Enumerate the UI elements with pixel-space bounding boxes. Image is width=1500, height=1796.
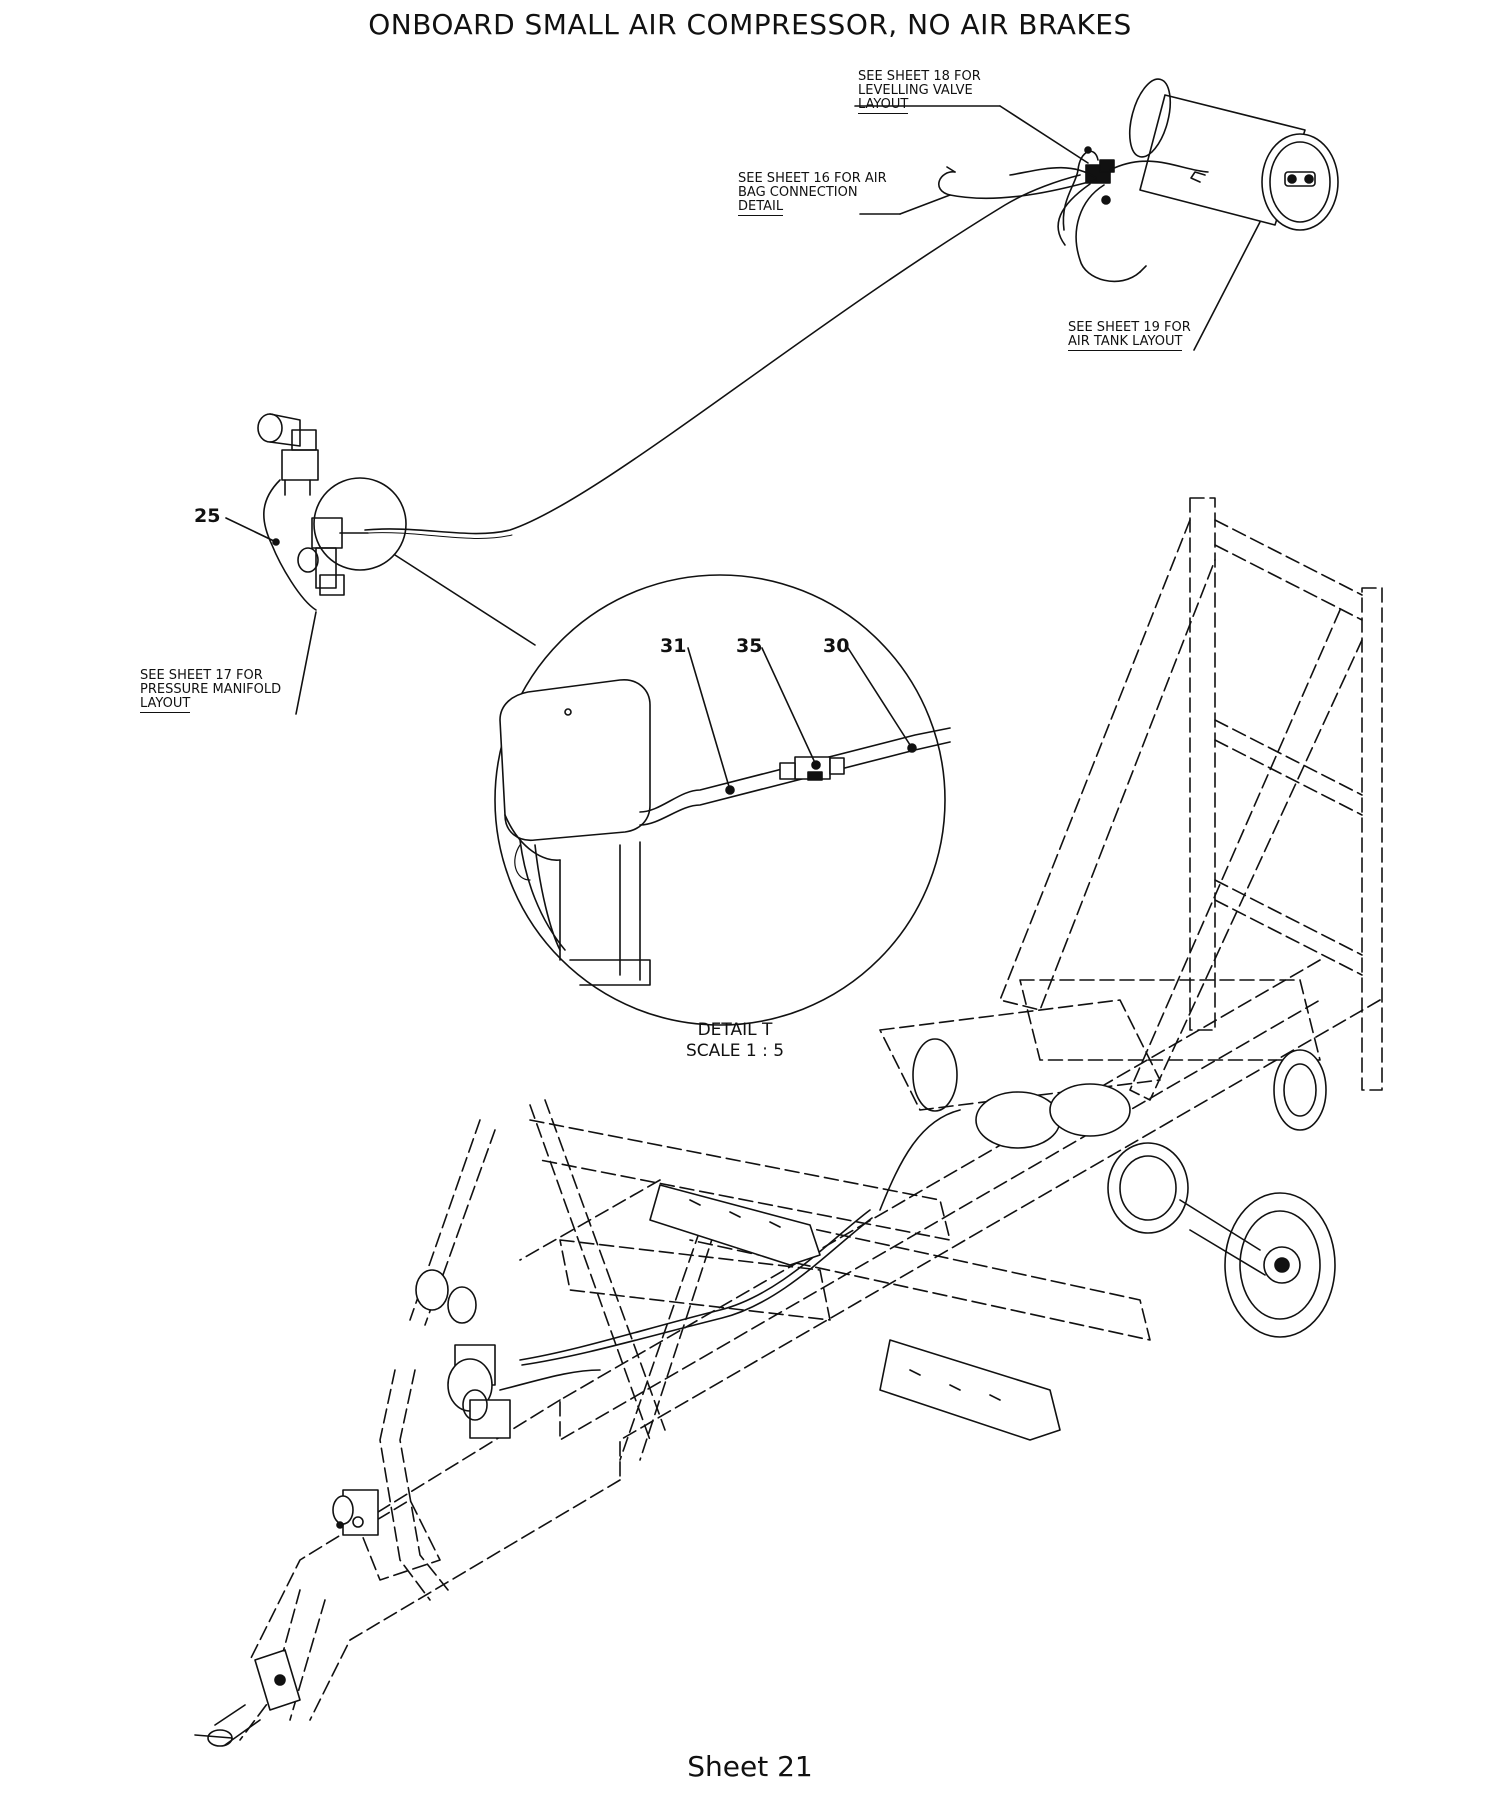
note-air-bag: SEE SHEET 16 FOR AIR BAG CONNECTION DETA… xyxy=(738,172,887,216)
levelling-valve-cluster xyxy=(938,146,1209,283)
note-line: SEE SHEET 17 FOR xyxy=(140,668,263,683)
note-line: SEE SHEET 19 FOR xyxy=(1068,320,1191,335)
detail-scale: SCALE 1 : 5 xyxy=(685,1041,785,1061)
note-line: LAYOUT xyxy=(858,97,909,114)
balloon-30: 30 xyxy=(823,635,850,657)
note-line: LAYOUT xyxy=(140,696,191,713)
balloon-31: 31 xyxy=(660,635,687,657)
compressor-assembly xyxy=(257,413,369,611)
axle-and-hubs xyxy=(912,1038,1336,1338)
detail-t-marker-circle xyxy=(313,477,407,571)
balloon-35: 35 xyxy=(736,635,763,657)
note-pressure-manifold: SEE SHEET 17 FOR PRESSURE MANIFOLD LAYOU… xyxy=(140,669,281,713)
fender-platforms xyxy=(649,1184,1061,1441)
note-line: SEE SHEET 16 FOR AIR xyxy=(738,171,887,186)
detail-name: DETAIL T xyxy=(697,1020,773,1040)
detail-t-view xyxy=(494,574,951,1026)
detail-caption: DETAIL T SCALE 1 : 5 xyxy=(660,1020,810,1062)
note-line: DETAIL xyxy=(738,199,784,216)
air-tank xyxy=(1128,78,1339,231)
note-levelling-valve: SEE SHEET 18 FOR LEVELLING VALVE LAYOUT xyxy=(858,70,981,114)
balloon-25: 25 xyxy=(194,505,221,527)
note-line: SEE SHEET 18 FOR xyxy=(858,69,981,84)
drawing-title: ONBOARD SMALL AIR COMPRESSOR, NO AIR BRA… xyxy=(368,8,1132,41)
front-compressor-manifold xyxy=(332,1109,961,1536)
sheet-number: Sheet 21 xyxy=(687,1750,813,1783)
main-air-line xyxy=(364,174,1081,535)
note-air-tank: SEE SHEET 19 FOR AIR TANK LAYOUT xyxy=(1068,321,1191,351)
hitch-coupler xyxy=(194,1649,301,1747)
note-line: AIR TANK LAYOUT xyxy=(1068,334,1183,351)
note-line: LEVELLING VALVE xyxy=(858,83,973,98)
note-line: BAG CONNECTION xyxy=(738,185,858,200)
note-line: PRESSURE MANIFOLD xyxy=(140,682,282,697)
